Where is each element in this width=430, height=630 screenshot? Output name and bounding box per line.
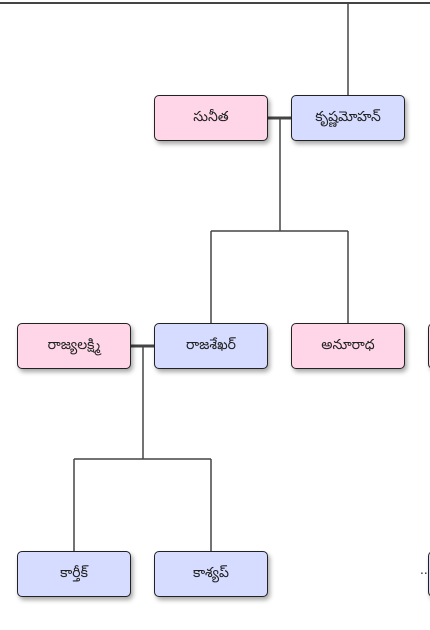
person-name: కృష్ణమోహన్: [315, 108, 381, 125]
person-node-anuradha[interactable]: అనూరాధ: [291, 323, 405, 369]
person-name: రాజశేఖర్: [186, 336, 236, 353]
person-node-kashyap[interactable]: కాశ్యప్: [154, 551, 268, 597]
person-name: కార్తీక్: [60, 564, 88, 581]
person-node-karthik[interactable]: కార్తీక్: [17, 551, 131, 597]
person-name: కాశ్యప్: [193, 564, 229, 581]
person-node-krishnamohan[interactable]: కృష్ణమోహన్: [291, 95, 405, 141]
person-name: అనూరాధ: [321, 336, 375, 353]
partial-node-text: ..: [420, 563, 428, 577]
person-name: రాజ్యలక్ష్మి: [47, 336, 101, 353]
person-node-rajasekhar[interactable]: రాజశేఖర్: [154, 323, 268, 369]
person-node-rajyalakshmi[interactable]: రాజ్యలక్ష్మి: [17, 323, 131, 369]
person-name: సునీత: [193, 108, 229, 125]
person-node-sunitha[interactable]: సునీత: [154, 95, 268, 141]
